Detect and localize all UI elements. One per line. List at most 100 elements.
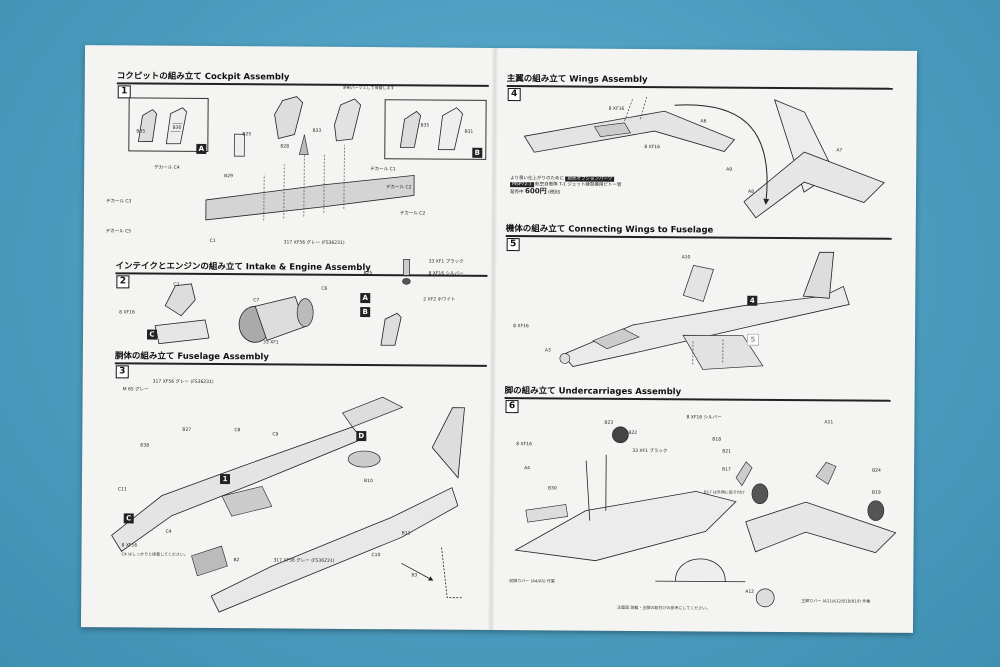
decal-label: デカール C4 <box>154 165 180 171</box>
subassembly-tag-c: C <box>123 513 134 524</box>
part-label: C4 <box>165 529 172 535</box>
paint-reference: 317 XF56 グレー (FS36231) <box>152 379 214 386</box>
paint-reference: 33 XF1 <box>262 340 279 346</box>
paint-reference: 8 XF16 シルバー <box>686 415 722 421</box>
promo-lead: より良い仕上がりのために <box>510 176 565 182</box>
part-label: B36 <box>172 125 182 131</box>
section-6-header: 脚の組み立て Undercarriages Assembly <box>504 386 891 402</box>
paint-reference: 8 XF16 <box>644 145 661 151</box>
section-5-title: 機体の組み立て Connecting Wings to Fuselage <box>505 224 714 236</box>
promo-tax: (税別) <box>548 190 561 196</box>
promo-badge: 別売オプションパーツ <box>565 176 615 182</box>
undercarriage-drawing <box>514 426 897 608</box>
part-label: B2 <box>233 558 240 564</box>
aircraft-assembly-drawing <box>559 251 850 370</box>
subassembly-tag-5: 5 <box>746 333 760 346</box>
seat-b-drawing <box>399 107 464 151</box>
part-label: C3 <box>173 282 180 288</box>
part-label: C9 <box>272 432 279 438</box>
part-label: A11 <box>824 420 834 426</box>
decal-label: デカール C5 <box>105 229 132 235</box>
promo-price: 600円 <box>524 187 547 196</box>
decal-label: デカール C2 <box>399 211 426 217</box>
part-label: C6 <box>321 286 328 292</box>
instruction-sheet: コクピットの組み立て Cockpit Assembly 1 B35 B36 A … <box>80 45 918 633</box>
part-label: B29 <box>224 174 233 180</box>
paint-reference: 2 XF2 ホワイト <box>423 297 456 303</box>
part-label: A6 <box>700 119 707 125</box>
cockpit-tub-drawing <box>205 96 415 221</box>
part-label: A7 <box>836 148 843 154</box>
section-3-title: 胴体の組み立て Fuselage Assembly <box>114 351 269 363</box>
step-2-number: 2 <box>116 275 130 289</box>
small-parts-drawing <box>402 258 411 285</box>
note-fuselage: C4 はしっかりと接着してください。 <box>121 551 188 557</box>
part-label: B27 <box>182 427 192 433</box>
part-label: B3 <box>411 573 418 579</box>
part-label: C7 <box>253 298 260 304</box>
part-label: C10 <box>371 553 381 559</box>
part-label: C1 <box>209 238 216 245</box>
part-label: A9 <box>726 167 733 173</box>
part-label: C11 <box>117 487 127 493</box>
paint-reference: 8 XF16 シルバー <box>428 271 464 277</box>
subassembly-tag-b: B <box>472 147 483 158</box>
part-label: B35 <box>420 123 430 129</box>
part-label: B25 <box>363 271 373 277</box>
part-label: B28 <box>280 144 290 150</box>
paint-reference: 317 XF56 グレー (FS36231) <box>273 558 335 564</box>
part-label: A3 <box>544 348 551 354</box>
part-label: B38 <box>140 443 150 449</box>
part-label: B11 <box>401 531 411 537</box>
section-4-title: 主翼の組み立て Wings Assembly <box>506 74 648 86</box>
section-4-header: 主翼の組み立て Wings Assembly <box>506 74 893 90</box>
note-main-gear-cover: 主脚カバー (A11/A12/B18/B19) 作業 <box>801 598 871 604</box>
decal-label: デカール C1 <box>370 167 396 173</box>
part-label: B30 <box>547 486 557 492</box>
note-b17: B17 は外側に取り付け <box>703 489 746 495</box>
part-label: A4 <box>524 466 531 472</box>
subassembly-tag-1: 1 <box>219 474 231 485</box>
paint-reference: 8 XF16 <box>516 442 532 448</box>
part-label: C8 <box>234 428 241 434</box>
promo-description: 航空自衛隊 T-1 ジェット練習機用ピトー管 <box>535 182 622 188</box>
center-fold <box>487 47 499 630</box>
seat-final-drawing <box>380 312 402 346</box>
fuselage-drawing <box>111 396 465 613</box>
paint-reference: 8 XF16 <box>608 106 625 112</box>
promo-price-label: 発売中 <box>510 190 524 196</box>
part-label: B17 <box>722 467 731 473</box>
note-front-view: 正面図 前輪・主脚の取付けの参考にしてください。 <box>617 604 711 611</box>
paint-reference: 8 XF16 <box>119 310 135 316</box>
section-1-title: コクピットの組み立て Cockpit Assembly <box>116 71 290 83</box>
paint-reference: 33 XF1 ブラック <box>428 259 464 265</box>
part-label: B21 <box>722 449 732 455</box>
part-label: A10 <box>681 255 691 261</box>
subassembly-tag-c: C <box>146 329 158 340</box>
part-label: B23 <box>604 420 614 426</box>
part-label: B33 <box>312 128 322 134</box>
intake-engine-drawing <box>154 283 314 345</box>
seat-a-drawing <box>137 107 188 145</box>
part-label: B25 <box>242 132 252 138</box>
section-2-title: インテイクとエンジンの組み立て Intake & Engine Assembly <box>115 261 371 274</box>
paint-reference: 8 XF16 <box>121 543 138 549</box>
part-label: B18 <box>712 437 722 443</box>
section-6-title: 脚の組み立て Undercarriages Assembly <box>504 386 682 398</box>
paint-reference: M 65 グレー <box>122 387 149 393</box>
part-label: B31 <box>464 129 474 135</box>
decal-label: デカール C3 <box>105 199 132 205</box>
paint-reference: 8 XF16 <box>513 324 529 330</box>
note-gear-door: 前脚カバー (A4/A5) 作業 <box>509 578 555 584</box>
note-spare-parts: 余剰パーツとして保管します <box>342 84 395 91</box>
option-parts-promo: より良い仕上がりのために 別売オプションパーツ MSP72-1 航空自衛隊 T-… <box>510 176 650 197</box>
part-label: A8 <box>748 189 755 195</box>
paint-reference: 33 XF1 ブラック <box>632 448 668 455</box>
subassembly-tag-4: 4 <box>747 295 758 306</box>
part-label: B10 <box>363 479 373 485</box>
subassembly-tag-a: A <box>360 293 371 304</box>
part-label: B24 <box>872 468 881 474</box>
step-5-number: 5 <box>506 238 520 252</box>
wings-drawing <box>523 96 885 219</box>
subassembly-tag-d: D <box>356 431 367 442</box>
